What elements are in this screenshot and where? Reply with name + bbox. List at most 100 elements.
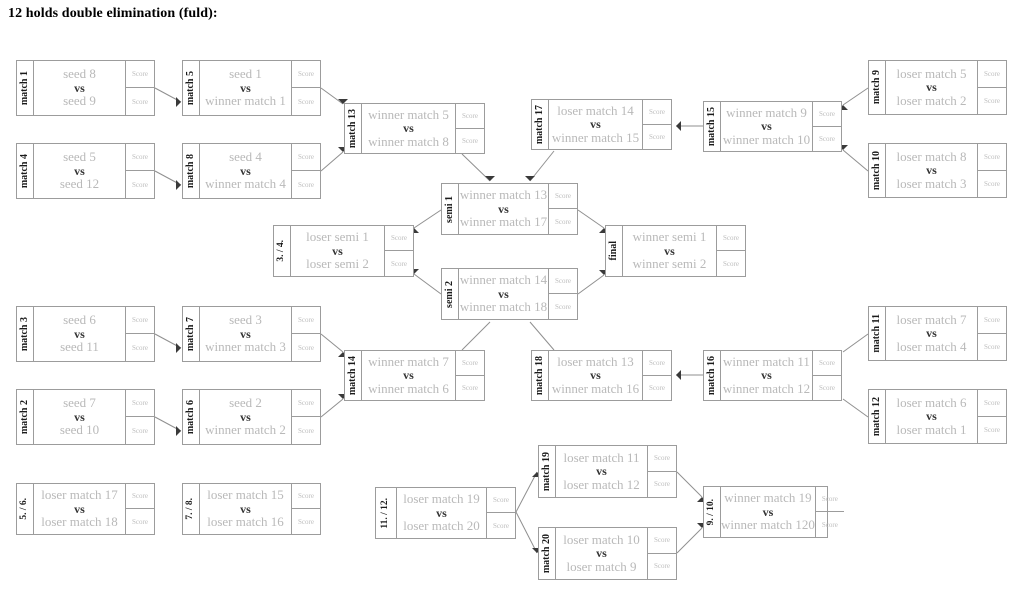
- score-input-bottom[interactable]: Score: [298, 517, 314, 526]
- score-input-top[interactable]: Score: [978, 61, 1006, 88]
- score-input-top[interactable]: Score: [292, 144, 320, 171]
- score-input-bottom[interactable]: Score: [298, 97, 314, 106]
- score-input-bottom[interactable]: Score: [723, 259, 739, 268]
- score-input-bottom[interactable]: Score: [555, 302, 571, 311]
- score-input-top[interactable]: Score: [978, 144, 1006, 171]
- score-input-top[interactable]: Score: [487, 488, 515, 513]
- participant-bottom: winner match 6: [368, 380, 449, 396]
- score-input-top[interactable]: Score: [648, 528, 676, 554]
- score-input-top[interactable]: Score: [717, 226, 745, 251]
- score-input-bottom[interactable]: Score: [654, 562, 670, 571]
- score-input-bottom[interactable]: Score: [649, 132, 665, 141]
- score-input-bottom[interactable]: Score: [391, 259, 407, 268]
- participant-top: loser match 8: [896, 148, 967, 164]
- score-input-top[interactable]: Score: [648, 446, 676, 472]
- score-input-top[interactable]: Score: [813, 102, 841, 127]
- score-input-top[interactable]: Score: [126, 144, 154, 171]
- score-input-bottom[interactable]: Score: [493, 521, 509, 530]
- score-input-top[interactable]: Score: [815, 487, 844, 512]
- score-input-top[interactable]: Score: [292, 484, 320, 509]
- score-input-bottom[interactable]: Score: [132, 180, 148, 189]
- score-input-bottom[interactable]: Score: [984, 425, 1000, 434]
- score-input-bottom[interactable]: Score: [298, 343, 314, 352]
- score-input-top[interactable]: Score: [292, 390, 320, 417]
- vs-label: vs: [596, 546, 607, 561]
- score-input-top[interactable]: Score: [126, 484, 154, 509]
- score-input-bottom[interactable]: Score: [819, 134, 835, 143]
- score-input-bottom[interactable]: Score: [132, 426, 148, 435]
- score-input-top[interactable]: Score: [456, 351, 484, 376]
- participant-bottom: winner match 15: [551, 129, 640, 145]
- score-input-top[interactable]: Score: [126, 390, 154, 417]
- score-input-bottom[interactable]: Score: [821, 520, 838, 529]
- score-input-bottom[interactable]: Score: [462, 136, 478, 145]
- score-input-top[interactable]: Score: [813, 351, 841, 376]
- score-input-bottom[interactable]: Score: [132, 343, 148, 352]
- score-input-bottom[interactable]: Score: [649, 383, 665, 392]
- score-input-top[interactable]: Score: [385, 226, 413, 251]
- vs-label: vs: [761, 368, 772, 383]
- arrow-into-semi1-right-icon: [525, 176, 535, 181]
- score-input-top[interactable]: Score: [549, 269, 577, 294]
- match-label-match-9: match 9: [869, 61, 886, 114]
- vs-label: vs: [498, 201, 509, 216]
- participant-top: winner match 11: [723, 353, 810, 369]
- score-input-bottom[interactable]: Score: [298, 180, 314, 189]
- participant-top: winner match 5: [368, 106, 449, 122]
- score-input-bottom[interactable]: Score: [132, 97, 148, 106]
- score-input-bottom[interactable]: Score: [654, 480, 670, 489]
- score-input-top[interactable]: Score: [126, 307, 154, 334]
- score-input-top[interactable]: Score: [643, 351, 671, 376]
- score-input-bottom[interactable]: Score: [462, 383, 478, 392]
- page-title: 12 holds double elimination (fuld):: [8, 6, 218, 21]
- score-input-bottom[interactable]: Score: [298, 426, 314, 435]
- participant-bottom: seed 10: [59, 422, 100, 438]
- score-input-top[interactable]: Score: [126, 61, 154, 88]
- score-input-top[interactable]: Score: [549, 184, 577, 209]
- score-input-bottom[interactable]: Score: [984, 96, 1000, 105]
- score-input-bottom[interactable]: Score: [984, 179, 1000, 188]
- score-input-top[interactable]: Score: [978, 307, 1006, 334]
- score-input-bottom[interactable]: Score: [555, 217, 571, 226]
- score-input-bottom[interactable]: Score: [132, 517, 148, 526]
- score-input-top[interactable]: Score: [456, 104, 484, 129]
- score-input-top[interactable]: Score: [292, 61, 320, 88]
- score-input-top[interactable]: Score: [643, 100, 671, 125]
- score-input-top[interactable]: Score: [292, 307, 320, 334]
- score-input-bottom[interactable]: Score: [819, 383, 835, 392]
- score-input-top[interactable]: Score: [978, 390, 1006, 417]
- participant-bottom: seed 12: [59, 176, 100, 192]
- score-input-bottom[interactable]: Score: [984, 342, 1000, 351]
